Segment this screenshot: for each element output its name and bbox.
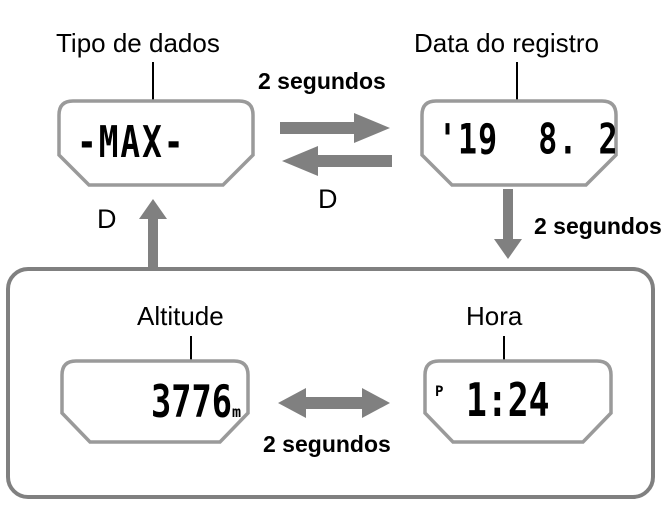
label-altitude: Altitude (137, 301, 224, 331)
arrow-down-icon (492, 189, 524, 261)
label-bottom-2-seconds: 2 segundos (263, 431, 391, 457)
label-down-2-seconds: 2 segundos (534, 213, 662, 239)
label-data-type: Tipo de dados (56, 28, 220, 58)
pointer-line-altitude (190, 336, 192, 376)
label-backward-d: D (318, 184, 338, 214)
data-type-value: -MAX- (77, 116, 186, 168)
label-time: Hora (466, 301, 523, 331)
pointer-line-time (503, 336, 505, 376)
altitude-unit: m (232, 403, 242, 421)
pointer-line-record-date (516, 62, 518, 102)
arrow-left-icon (280, 146, 392, 176)
arrow-up-icon (137, 197, 169, 269)
arrow-right-icon (280, 113, 392, 143)
record-date-value: '19 8. 2 (438, 115, 619, 165)
label-forward-2-seconds: 2 segundos (258, 68, 386, 94)
record-date-display[interactable]: '19 8. 2 (420, 99, 618, 187)
label-enter-d: D (97, 204, 117, 234)
altitude-display[interactable]: 3776 m (60, 359, 250, 444)
bottom-group-panel (6, 267, 655, 499)
time-value: 1:24 (466, 374, 550, 428)
time-pm-indicator: P (435, 384, 444, 400)
altitude-value: 3776 (151, 375, 233, 428)
arrow-left-right-icon (278, 386, 390, 420)
data-type-display[interactable]: -MAX- (57, 99, 255, 187)
label-record-date: Data do registro (414, 28, 599, 58)
time-display[interactable]: P 1:24 (423, 359, 613, 444)
pointer-line-data-type (152, 62, 154, 102)
